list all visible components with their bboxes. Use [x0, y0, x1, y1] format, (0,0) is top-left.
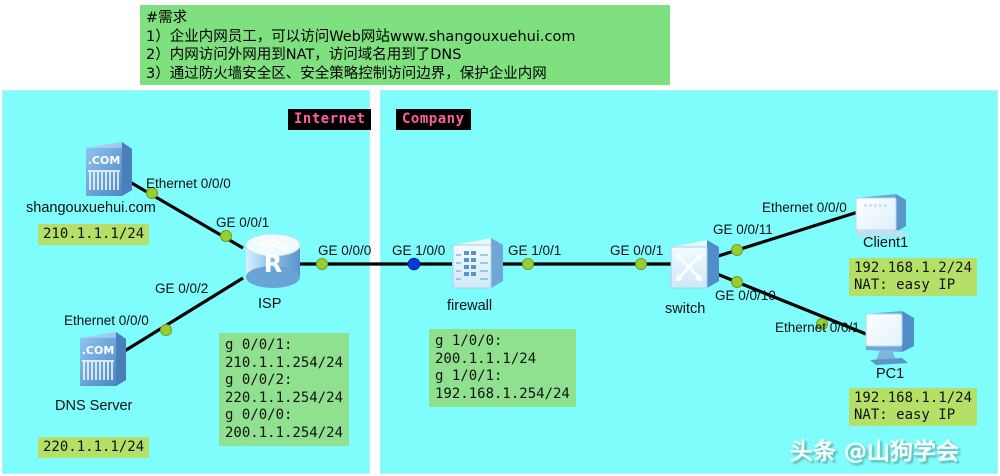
port-label-dns-eth: Ethernet 0/0/0 — [64, 313, 149, 328]
requirement-line: 1）企业内网员工，可以访问Web网站www.shangouxuehui.com — [146, 28, 576, 45]
isp-router-icon[interactable]: R — [243, 232, 303, 299]
web-server-caption: shangouxuehui.com — [26, 200, 156, 216]
watermark: 头条 @山狗学会 — [790, 439, 960, 465]
port-label-web-eth: Ethernet 0/0/0 — [146, 176, 231, 191]
client1-caption: Client1 — [863, 235, 909, 251]
requirements-box: #需求 1）企业内网员工，可以访问Web网站www.shangouxuehui.… — [140, 5, 670, 85]
isp-caption: ISP — [258, 296, 282, 312]
zone-label-company: Company — [396, 109, 471, 130]
pc1-icon[interactable] — [858, 310, 924, 371]
pc1-ip-badge: 192.168.1.1/24 NAT: easy IP — [849, 388, 978, 426]
firewall-config-box: g 1/0/0: 200.1.1.1/24 g 1/0/1: 192.168.1… — [429, 329, 576, 407]
dns-server-ip-badge: 220.1.1.1/24 — [38, 437, 150, 458]
dns-server-caption: DNS Server — [55, 398, 133, 414]
firewall-caption: firewall — [447, 298, 493, 314]
requirement-line: #需求 — [146, 10, 188, 26]
port-label-sw-ge001: GE 0/0/1 — [610, 243, 664, 258]
firewall-icon[interactable] — [447, 235, 507, 298]
port-label-isp-ge001: GE 0/0/1 — [216, 215, 270, 230]
port-label-sw-ge0011: GE 0/0/11 — [713, 222, 773, 237]
port-label-isp-ge002: GE 0/0/2 — [155, 281, 209, 296]
switch-icon[interactable] — [667, 237, 723, 298]
port-label-pc1-eth: Ethernet 0/0/1 — [775, 320, 860, 335]
requirement-line: 2）内网访问外网用到NAT，访问域名用到了DNS — [146, 47, 462, 63]
zone-label-internet: Internet — [288, 109, 372, 130]
requirement-line: 3）通过防火墙安全区、安全策略控制访问边界，保护企业内网 — [146, 65, 547, 82]
switch-caption: switch — [665, 301, 706, 317]
web-server-icon[interactable]: .COM — [78, 140, 134, 207]
port-label-sw-ge0010: GE 0/0/10 — [715, 288, 776, 303]
web-server-ip-badge: 210.1.1.1/24 — [38, 224, 150, 245]
svg-text:R: R — [264, 250, 282, 278]
port-label-fw-ge100: GE 1/0/0 — [392, 243, 446, 258]
client1-ip-badge: 192.168.1.2/24 NAT: easy IP — [849, 258, 978, 296]
dns-server-icon[interactable]: .COM — [72, 330, 128, 397]
svg-text:.COM: .COM — [88, 154, 121, 167]
isp-config-box: g 0/0/1: 210.1.1.254/24 g 0/0/2: 220.1.1… — [219, 333, 350, 446]
client1-icon[interactable] — [850, 192, 916, 247]
pc1-caption: PC1 — [876, 366, 905, 382]
port-label-isp-ge000: GE 0/0/0 — [318, 243, 372, 258]
svg-text:.COM: .COM — [82, 344, 115, 357]
port-label-fw-ge101: GE 1/0/1 — [508, 243, 562, 258]
port-label-client1-eth: Ethernet 0/0/0 — [762, 200, 847, 215]
